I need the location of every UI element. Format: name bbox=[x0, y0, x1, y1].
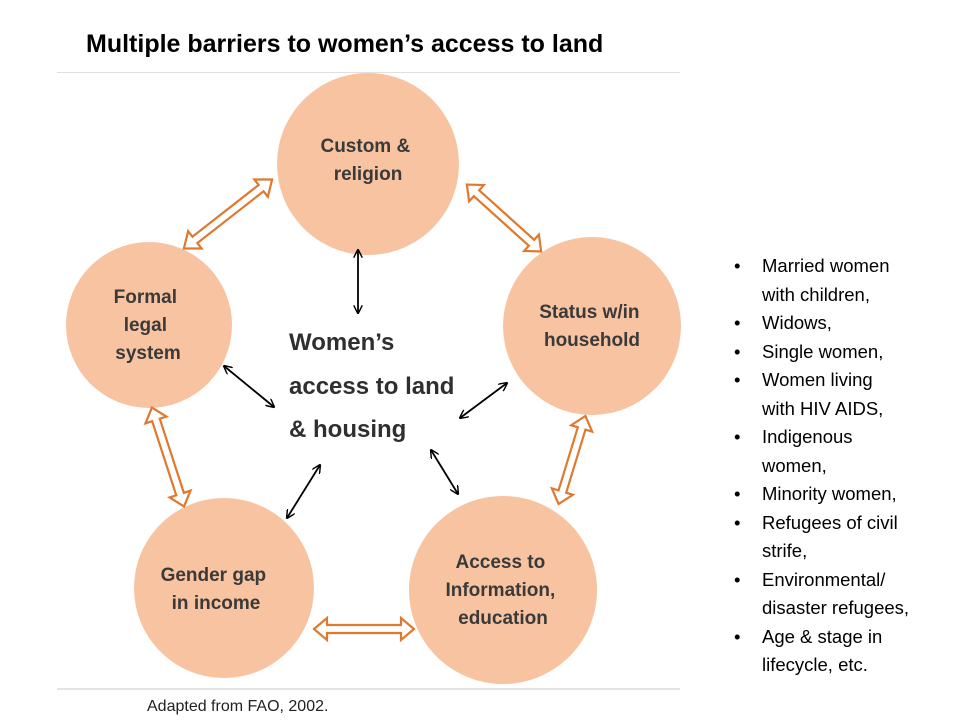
label-line: religion bbox=[334, 164, 403, 185]
center-line: Women’s bbox=[289, 329, 394, 356]
bullet-icon: • bbox=[734, 255, 741, 276]
list-item: • Environmental/disaster refugees, bbox=[732, 566, 952, 623]
arrow-gender-access bbox=[312, 615, 416, 643]
label-gender-gap: Gender gap in income bbox=[161, 565, 272, 614]
list-item-line: Married women bbox=[762, 255, 890, 276]
list-item: • Age & stage in lifecycle, etc. bbox=[732, 623, 952, 680]
bullet-icon: • bbox=[734, 426, 741, 447]
list-item-line: with HIV AIDS, bbox=[762, 397, 884, 419]
center-line: access to land bbox=[289, 373, 454, 400]
label-custom-religion: Custom & religion bbox=[320, 136, 415, 185]
list-item-line: with children, bbox=[762, 283, 870, 305]
label-line: Custom & bbox=[320, 136, 410, 157]
label-status-household: Status w/in household bbox=[539, 302, 645, 351]
arrow-legal-gender bbox=[143, 405, 193, 509]
list-item-line: Refugees of civil bbox=[762, 511, 898, 533]
bullet-icon: • bbox=[734, 483, 741, 504]
arrow-custom-status bbox=[465, 183, 543, 253]
list-item-line: Single women, bbox=[762, 340, 884, 362]
list-item-line: Environmental/ bbox=[762, 568, 886, 590]
arrow-status-access bbox=[549, 414, 595, 506]
bullet-icon: • bbox=[734, 369, 741, 390]
arrow-center-access bbox=[431, 450, 458, 494]
arrow-center-gender bbox=[287, 465, 320, 518]
label-line: household bbox=[544, 330, 640, 351]
circle-formal-legal bbox=[66, 242, 232, 408]
vulnerable-groups-list: • Married women with children, • Widows, • Sin… bbox=[732, 252, 952, 680]
list-item: • Refugees of civil strife, bbox=[732, 509, 952, 566]
label-line: Access to bbox=[455, 552, 545, 573]
list-item: • Single women, bbox=[732, 338, 952, 367]
arrow-center-status bbox=[460, 383, 507, 418]
source-note: Adapted from FAO, 2002. bbox=[147, 698, 329, 715]
arrow-custom-legal bbox=[182, 178, 274, 250]
label-access-information: Access to Information, education bbox=[445, 552, 560, 629]
circle-access-information bbox=[409, 496, 597, 684]
list-item-line: Age & stage in bbox=[762, 625, 883, 647]
list-item: • Women living with HIV AIDS, bbox=[732, 366, 952, 423]
label-line: education bbox=[458, 608, 548, 629]
label-line: Formal bbox=[114, 287, 177, 308]
list-item: • Widows, bbox=[732, 309, 952, 338]
label-line: Information, bbox=[445, 580, 555, 601]
label-formal-legal: Formal legal system bbox=[114, 287, 183, 364]
bullet-icon: • bbox=[734, 511, 741, 533]
list-item-line: Indigenous bbox=[762, 426, 853, 447]
circle-gender-gap bbox=[134, 498, 314, 678]
arrow-center-legal bbox=[224, 366, 274, 407]
bottom-divider bbox=[57, 688, 680, 690]
list-item-line: Women living bbox=[762, 369, 873, 390]
circle-status-household bbox=[503, 237, 681, 415]
list-item-line: women, bbox=[762, 454, 827, 476]
list-item-line: Minority women, bbox=[762, 483, 897, 504]
list-item: • Married women with children, bbox=[732, 252, 952, 309]
list-item-line: disaster refugees, bbox=[762, 597, 910, 618]
list-item: • Minority women, bbox=[732, 480, 952, 509]
list-item: • Indigenous women, bbox=[732, 423, 952, 480]
label-line: system bbox=[115, 343, 181, 364]
bullet-icon: • bbox=[734, 568, 741, 590]
label-line: legal bbox=[124, 315, 167, 336]
circle-custom-religion bbox=[277, 73, 459, 255]
label-line: Gender gap bbox=[161, 565, 267, 586]
page-title: Multiple barriers to women’s access to l… bbox=[86, 30, 604, 58]
list-item-line: lifecycle, etc. bbox=[762, 654, 868, 675]
label-line: Status w/in bbox=[539, 302, 639, 323]
center-line: & housing bbox=[289, 416, 406, 443]
list-item-line: strife, bbox=[762, 540, 808, 561]
label-line: in income bbox=[172, 593, 261, 614]
list-item-line: Widows, bbox=[762, 312, 832, 333]
bullet-icon: • bbox=[734, 340, 741, 362]
center-label: Women’s access to land & housing bbox=[289, 329, 461, 443]
top-divider bbox=[57, 72, 680, 73]
orange-double-arrows bbox=[143, 178, 595, 643]
bullet-icon: • bbox=[734, 625, 741, 647]
bullet-icon: • bbox=[734, 312, 741, 333]
black-double-arrows bbox=[224, 250, 507, 518]
